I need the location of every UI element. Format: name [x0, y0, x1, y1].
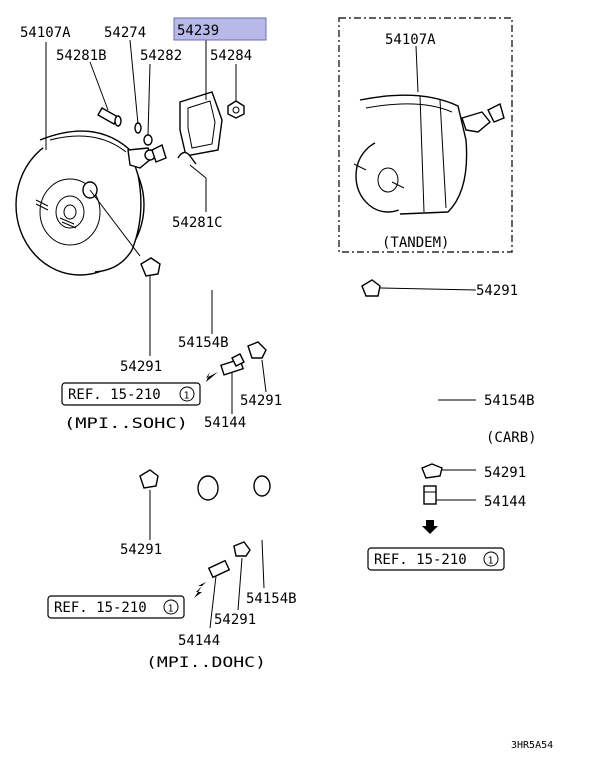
check-valve-carb[interactable] — [423, 485, 437, 505]
label-54281b[interactable]: 54281B — [56, 48, 107, 64]
hose-clamp-sohc-upper[interactable] — [140, 257, 161, 277]
label-54154b-dohc[interactable]: 54154B — [246, 591, 297, 607]
brake-booster-main[interactable] — [15, 130, 167, 276]
caption-carb: (CARB) — [486, 430, 537, 446]
label-54284[interactable]: 54284 — [210, 48, 252, 64]
vacuum-hose-dohc[interactable] — [146, 471, 277, 538]
label-54291-dohc-2[interactable]: 54291 — [214, 612, 256, 628]
ref-text-dohc: REF. 15-210 — [54, 600, 147, 616]
label-54107a-tandem[interactable]: 54107A — [385, 32, 436, 48]
ref-box-carb[interactable]: REF. 15-210 1 — [367, 547, 505, 571]
ref-num-sohc: 1 — [184, 391, 190, 402]
leader-lines — [45, 39, 477, 629]
stud-54281b[interactable] — [97, 107, 122, 127]
hose-clamp-carb-lower[interactable] — [421, 463, 443, 479]
washer-54282[interactable] — [143, 134, 153, 146]
check-valve-sohc[interactable] — [220, 353, 245, 376]
caption-tandem: (TANDEM) — [382, 235, 449, 251]
caption-sohc: (MPI..SOHC) — [64, 416, 188, 432]
label-54144-carb[interactable]: 54144 — [484, 494, 526, 510]
ref-box-dohc[interactable]: REF. 15-210 1 — [47, 595, 185, 619]
label-54144-sohc[interactable]: 54144 — [204, 415, 246, 431]
arrow-dohc — [194, 582, 206, 598]
arrow-carb — [422, 520, 438, 534]
label-54282[interactable]: 54282 — [140, 48, 182, 64]
label-54291-carb-1[interactable]: 54291 — [476, 283, 518, 299]
ref-num-dohc: 1 — [168, 604, 174, 615]
vacuum-hose-carb[interactable] — [372, 286, 437, 470]
ref-box-sohc[interactable]: REF. 15-210 1 — [61, 382, 201, 406]
ref-num-carb: 1 — [488, 556, 494, 567]
hose-clamp-carb-upper[interactable] — [361, 279, 381, 297]
hose-clamp-sohc-lower[interactable] — [247, 341, 267, 359]
label-54291-carb-2[interactable]: 54291 — [484, 465, 526, 481]
label-54291-sohc-2[interactable]: 54291 — [240, 393, 282, 409]
arrow-sohc — [206, 372, 218, 382]
clip-54281c[interactable] — [177, 151, 197, 165]
vacuum-hose-sohc[interactable] — [146, 262, 299, 354]
label-54281c[interactable]: 54281C — [172, 215, 223, 231]
highlight-54239 — [173, 17, 267, 41]
label-54291-dohc-1[interactable]: 54291 — [120, 542, 162, 558]
check-valve-dohc[interactable] — [207, 559, 231, 579]
label-54154b-carb[interactable]: 54154B — [484, 393, 535, 409]
diagram-code: 3HR5A54 — [511, 740, 553, 751]
label-54291-sohc-1[interactable]: 54291 — [120, 359, 162, 375]
label-54239[interactable]: 54239 — [177, 23, 219, 39]
hose-clamp-dohc-upper[interactable] — [139, 469, 159, 489]
ref-text-carb: REF. 15-210 — [374, 552, 467, 568]
ref-text-sohc: REF. 15-210 — [68, 387, 161, 403]
nut-54284[interactable] — [227, 100, 245, 119]
label-54274[interactable]: 54274 — [104, 25, 146, 41]
gasket-54239[interactable] — [179, 91, 223, 157]
caption-dohc: (MPI..DOHC) — [146, 655, 266, 671]
label-54144-dohc[interactable]: 54144 — [178, 633, 220, 649]
brake-booster-tandem[interactable] — [353, 94, 505, 215]
label-54154b-sohc[interactable]: 54154B — [178, 335, 229, 351]
label-54107a-main[interactable]: 54107A — [20, 25, 71, 41]
tandem-detail-frame — [338, 17, 513, 253]
pin-54274[interactable] — [134, 122, 142, 134]
hose-clamp-dohc-lower[interactable] — [233, 541, 251, 557]
